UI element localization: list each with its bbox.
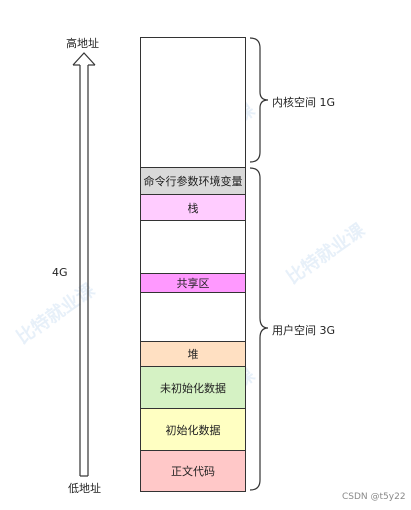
heap-segment: 堆 bbox=[140, 341, 246, 367]
kernel-space-label: 内核空间 1G bbox=[272, 96, 336, 109]
kernel-segment bbox=[140, 37, 246, 168]
data-segment: 初始化数据 bbox=[140, 408, 246, 451]
stack-segment: 栈 bbox=[140, 194, 246, 221]
bss-segment: 未初始化数据 bbox=[140, 366, 246, 409]
gap-segment bbox=[140, 220, 246, 274]
shared-segment: 共享区 bbox=[140, 273, 246, 293]
address-axis-arrow bbox=[72, 52, 96, 477]
csdn-credit: CSDN @t5y22 bbox=[342, 492, 406, 502]
text-segment: 正文代码 bbox=[140, 450, 246, 492]
high-address-label: 高地址 bbox=[66, 37, 99, 50]
user-brace bbox=[249, 167, 269, 491]
low-address-label: 低地址 bbox=[68, 482, 101, 495]
kernel-brace bbox=[249, 37, 269, 163]
env-args-segment: 命令行参数环境变量 bbox=[140, 167, 246, 195]
user-space-label: 用户空间 3G bbox=[272, 324, 336, 337]
gap-segment bbox=[140, 292, 246, 342]
total-size-label: 4G bbox=[52, 266, 68, 279]
axis-arrow-head bbox=[72, 52, 96, 66]
